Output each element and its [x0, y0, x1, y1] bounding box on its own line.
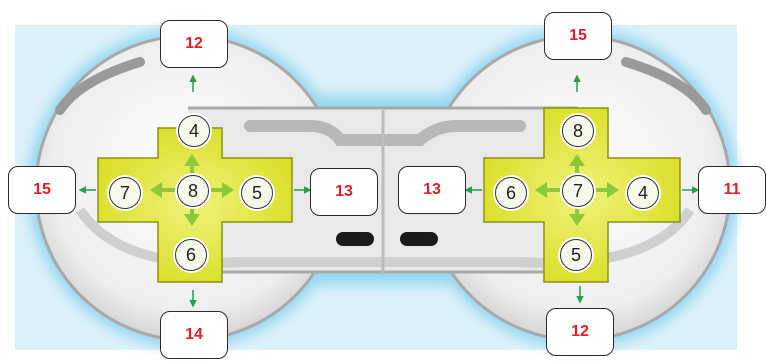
right-down-button[interactable]: 5 [560, 239, 592, 271]
left-bottom-target-box: 14 [160, 311, 228, 359]
left-right-target-box: 13 [310, 168, 378, 216]
right-bottom-target-box: 12 [546, 308, 614, 356]
left-top-target-box: 12 [160, 20, 228, 68]
right-top-target-box: 15 [544, 12, 612, 60]
left-up-button[interactable]: 4 [178, 115, 210, 147]
left-center-button[interactable]: 8 [177, 175, 209, 207]
left-left-button[interactable]: 7 [109, 177, 141, 209]
left-right-button[interactable]: 5 [241, 177, 273, 209]
left-left-target-box: 15 [8, 166, 76, 214]
right-left-target-box: 13 [398, 166, 466, 214]
right-right-target-box: 11 [698, 166, 766, 214]
select-button[interactable] [336, 232, 374, 246]
right-left-button[interactable]: 6 [495, 177, 527, 209]
start-button[interactable] [400, 232, 438, 246]
right-up-button[interactable]: 8 [562, 115, 594, 147]
right-right-button[interactable]: 4 [627, 177, 659, 209]
right-center-button[interactable]: 7 [562, 175, 594, 207]
left-down-button[interactable]: 6 [175, 239, 207, 271]
